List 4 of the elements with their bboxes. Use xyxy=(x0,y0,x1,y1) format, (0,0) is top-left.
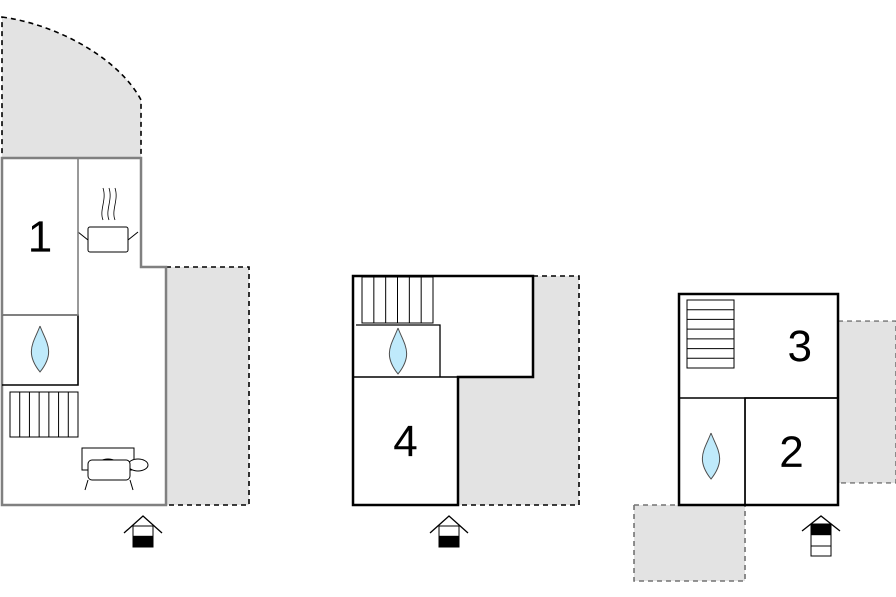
room-box: 2 xyxy=(744,397,839,506)
room-box: 3 xyxy=(678,293,839,399)
room-box: 1 xyxy=(1,157,79,316)
room-box: 4 xyxy=(352,376,459,506)
